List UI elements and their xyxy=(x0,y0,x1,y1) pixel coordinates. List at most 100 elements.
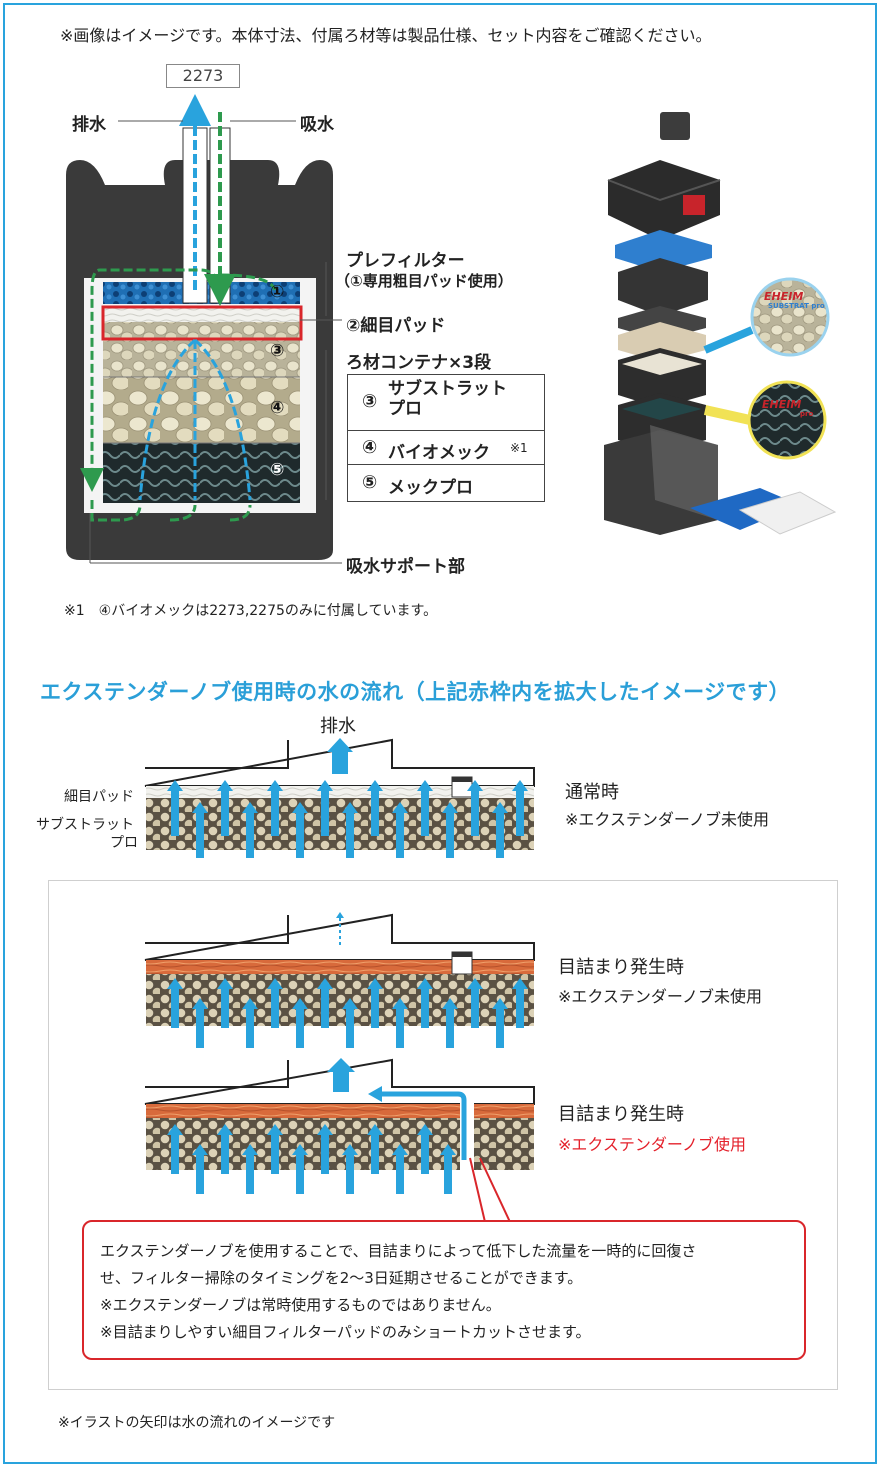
flow-arrow xyxy=(396,1154,404,1194)
media-label-bottom: プロ xyxy=(110,835,138,851)
flow-arrow-head xyxy=(467,978,483,989)
model-badge: 2273 xyxy=(166,64,240,88)
flow-arrow-head xyxy=(467,780,483,791)
item-label: バイオメック xyxy=(388,443,490,463)
flow-arrow xyxy=(516,790,524,836)
flow-arrow-head xyxy=(192,998,208,1009)
page-frame xyxy=(3,3,877,1464)
flow-arrow xyxy=(371,790,379,836)
flow-arrow xyxy=(296,812,304,858)
flow-arrow xyxy=(221,1134,229,1174)
media-label-top: サブストラット xyxy=(36,817,134,833)
flow-arrow-head xyxy=(167,780,183,791)
flow-arrow-head xyxy=(367,780,383,791)
flow-arrow-head xyxy=(512,978,528,989)
container-item-4: ④ バイオメック ※1 xyxy=(347,430,545,466)
brand-logo-2: EHEIM xyxy=(762,398,802,411)
container-title: ろ材コンテナ×3段 xyxy=(346,353,492,373)
flow-arrow-head xyxy=(417,780,433,791)
flow-arrow-head xyxy=(292,1144,308,1155)
flow-arrow-head xyxy=(392,998,408,1009)
flow-arrow xyxy=(171,1134,179,1174)
explanation-line-1: エクステンダーノブを使用することで、目詰まりによって低下した流量を一時的に回復さ xyxy=(100,1242,697,1260)
flow-arrow-head xyxy=(267,1124,283,1135)
flow-arrow-head xyxy=(442,802,458,813)
inlet-label: 吸水 xyxy=(300,115,334,135)
flow-arrow xyxy=(396,1008,404,1048)
media-label-1: SUBSTRAT pro xyxy=(768,302,825,310)
brand-logo-1: EHEIM xyxy=(764,290,804,303)
container-item-5: ⑤ メックプロ xyxy=(347,464,545,502)
flow-arrow xyxy=(421,1134,429,1174)
item-label: サブストラット プロ xyxy=(388,379,507,419)
flow-arrow-head xyxy=(492,998,508,1009)
flow-arrow xyxy=(221,790,229,836)
flow-arrow-head xyxy=(192,1144,208,1155)
flow-arrow xyxy=(246,1008,254,1048)
flow-normal-art xyxy=(144,738,535,850)
container-item-3: ③ サブストラット プロ xyxy=(347,374,545,432)
flow-arrow xyxy=(221,988,229,1028)
outlet-label: 排水 xyxy=(72,115,106,135)
flow-arrow xyxy=(271,790,279,836)
flow-arrow-head xyxy=(267,978,283,989)
flow-arrow xyxy=(246,1154,254,1194)
flow-arrow-head xyxy=(492,802,508,813)
flow-arrow-head xyxy=(242,1144,258,1155)
flow-arrow xyxy=(271,1134,279,1174)
flow-arrow xyxy=(396,812,404,858)
flow-title: エクステンダーノブ使用時の水の流れ（上記赤枠内を拡大したイメージです） xyxy=(40,680,791,704)
flow-arrow xyxy=(421,790,429,836)
flow-arrow xyxy=(496,812,504,858)
flow-arrow xyxy=(346,812,354,858)
flow-arrow-head xyxy=(242,998,258,1009)
flow-arrow-head xyxy=(342,998,358,1009)
clog-panel xyxy=(48,880,838,1390)
explanation-box: エクステンダーノブを使用することで、目詰まりによって低下した流量を一時的に回復さ… xyxy=(82,1220,806,1360)
flow-arrow xyxy=(516,988,524,1028)
layer-num-3: ③ xyxy=(270,341,285,361)
flow-arrow xyxy=(346,1008,354,1048)
flow-knob-art xyxy=(144,1058,535,1223)
flow-arrow xyxy=(471,790,479,836)
normal-title: 通常時 xyxy=(565,782,619,803)
flow-arrow-head xyxy=(442,998,458,1009)
flow-arrow-head xyxy=(392,802,408,813)
flow-arrow-head xyxy=(242,802,258,813)
flow-arrow xyxy=(296,1008,304,1048)
flow-arrow xyxy=(196,1008,204,1048)
normal-sub: ※エクステンダーノブ未使用 xyxy=(565,810,769,829)
flow-arrow xyxy=(444,1154,452,1194)
flow-arrow-head xyxy=(392,1144,408,1155)
footnote-1: ※1 ④バイオメックは2273,2275のみに付属しています。 xyxy=(64,603,438,619)
clog-title: 目詰まり発生時 xyxy=(558,957,684,978)
clog2-sub: ※エクステンダーノブ使用 xyxy=(558,1135,746,1154)
prefilter-title: プレフィルター xyxy=(346,251,465,271)
flow-arrow xyxy=(196,812,204,858)
fine-pad-label: ②細目パッド xyxy=(346,316,446,336)
flow-arrow-head xyxy=(342,802,358,813)
media-label-2: pro xyxy=(800,410,814,418)
flow-arrow xyxy=(171,988,179,1028)
flow-arrow-head xyxy=(167,1124,183,1135)
flow-arrow xyxy=(471,988,479,1028)
flow-arrow xyxy=(296,1154,304,1194)
flow-arrow-head xyxy=(167,978,183,989)
flow-arrow xyxy=(321,988,329,1028)
pad-label: 細目パッド xyxy=(64,789,134,805)
item-label: メックプロ xyxy=(388,478,473,498)
item-num: ③ xyxy=(362,391,378,412)
flow-arrow xyxy=(196,1154,204,1194)
product-illustration xyxy=(604,112,837,535)
flow-arrow xyxy=(446,1008,454,1048)
flow-arrow xyxy=(371,1134,379,1174)
support-label: 吸水サポート部 xyxy=(346,557,465,577)
explanation-line-2: せ、フィルター掃除のタイミングを2〜3日延期させることができます。 xyxy=(100,1269,583,1287)
flow-arrow xyxy=(171,790,179,836)
explanation-line-4: ※目詰まりしやすい細目フィルターパッドのみショートカットさせます。 xyxy=(100,1323,591,1341)
layer-num-1: ① xyxy=(270,282,285,302)
flow-arrow xyxy=(271,988,279,1028)
flow-arrow xyxy=(346,1154,354,1194)
explanation-line-3: ※エクステンダーノブは常時使用するものではありません。 xyxy=(100,1296,501,1314)
